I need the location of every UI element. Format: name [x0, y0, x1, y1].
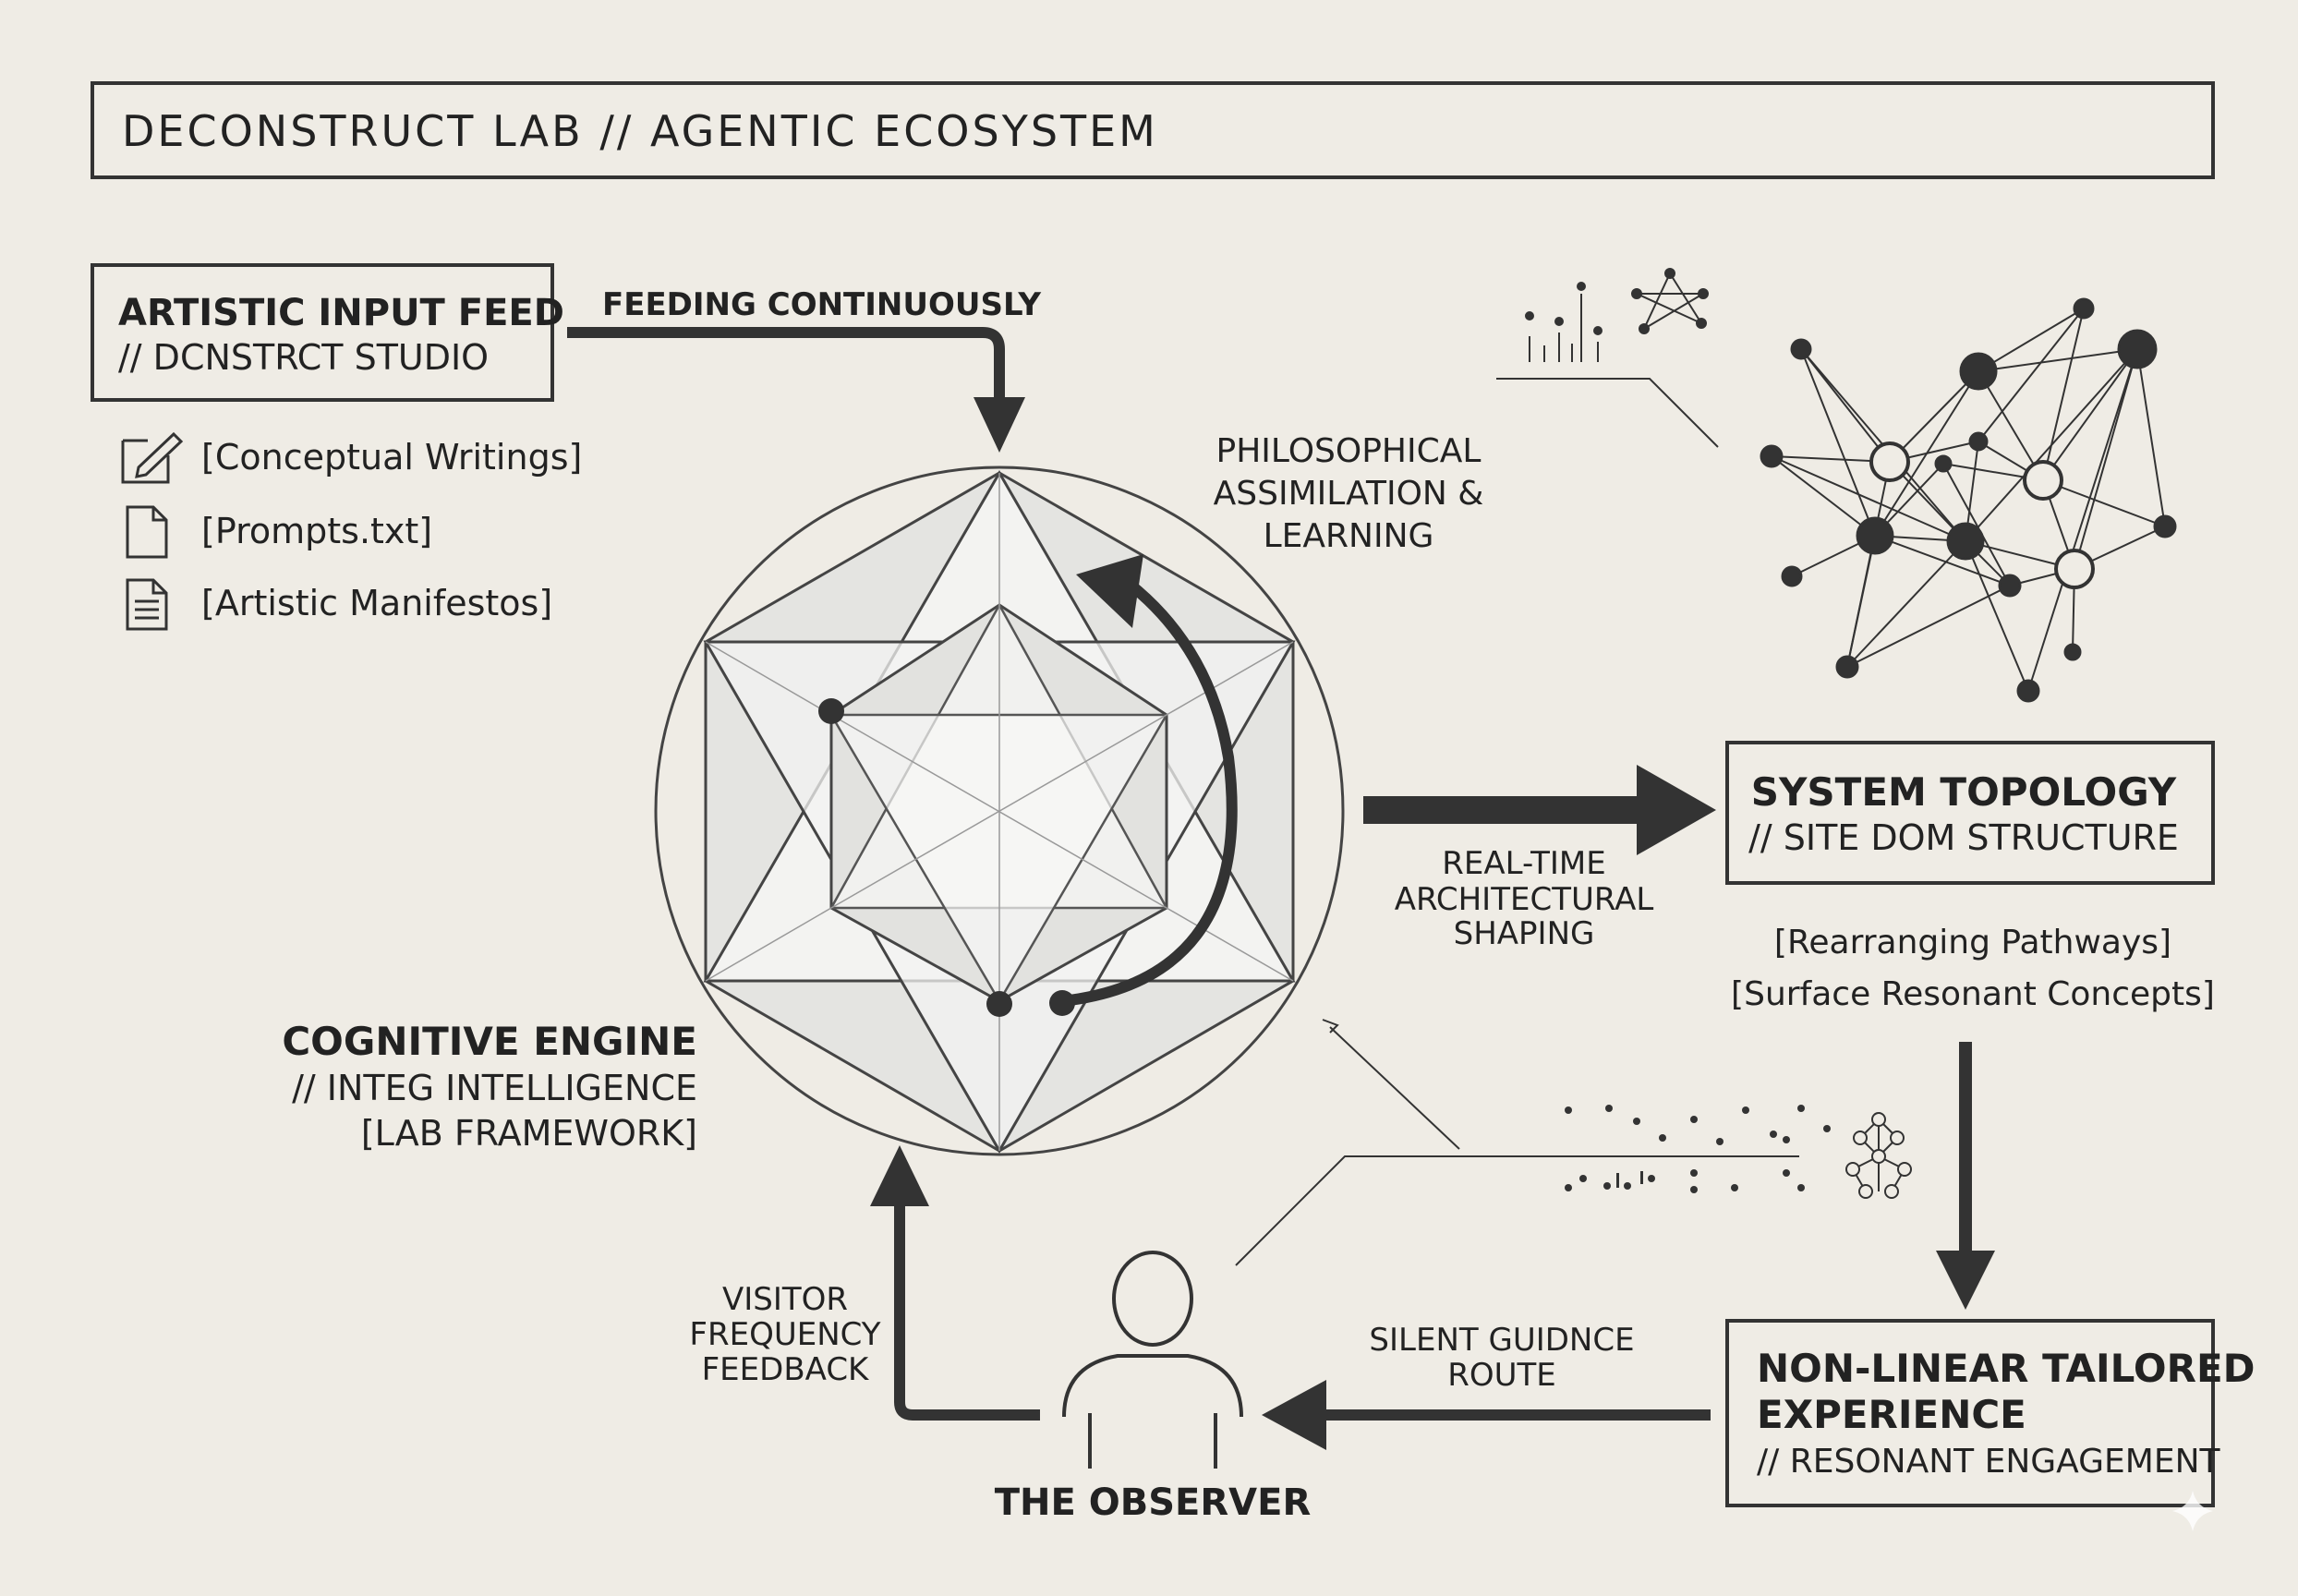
topology-note: [Surface Resonant Concepts] [1731, 975, 2215, 1013]
sparkle-icon [2172, 1491, 2213, 1531]
input-item-label: [Artistic Manifestos] [201, 583, 552, 623]
star-network-icon [1631, 268, 1709, 334]
input-item: [Prompts.txt] [126, 505, 432, 559]
label-line: LEARNING [1264, 517, 1434, 555]
label-line: ARCHITECTURAL [1395, 881, 1654, 918]
engine-title: COGNITIVE ENGINE [282, 1019, 697, 1064]
topology-title: SYSTEM TOPOLOGY [1751, 769, 2177, 815]
input-item-label: [Prompts.txt] [201, 511, 432, 551]
cognitive-engine-geometry [654, 466, 1345, 1156]
label-line: ASSIMILATION & [1214, 475, 1484, 513]
guidance-label: SILENT GUIDNCE ROUTE [1369, 1322, 1634, 1394]
label-line: SILENT GUIDNCE [1369, 1322, 1634, 1359]
experience-subtitle: // RESONANT ENGAGEMENT [1757, 1443, 2221, 1481]
visitor-label: VISITOR FREQUENCY FEEDBACK [689, 1281, 880, 1388]
label-line: ROUTE [1447, 1357, 1556, 1394]
experience-box: NON-LINEAR TAILORED EXPERIENCE // RESONA… [1725, 1319, 2256, 1507]
file-icon [126, 505, 168, 559]
topology-notes: [Rearranging Pathways] [Surface Resonant… [1731, 924, 2215, 1013]
cognitive-engine-label: COGNITIVE ENGINE // INTEG INTELLIGENCE [… [282, 1019, 697, 1154]
visitor-feedback-arrow [870, 1145, 1040, 1421]
document-lines-icon [126, 578, 168, 631]
input-feed-subtitle: // DCNSTRCT STUDIO [118, 337, 489, 378]
label-line: FEEDBACK [702, 1351, 870, 1388]
observer-connector-lines [1235, 1019, 1799, 1266]
observer-icon [1062, 1251, 1243, 1469]
observer-label: THE OBSERVER [995, 1481, 1312, 1524]
system-topology-box: SYSTEM TOPOLOGY // SITE DOM STRUCTURE [1725, 741, 2215, 885]
signal-dots [1565, 1105, 1831, 1193]
network-nodes [1760, 297, 2177, 703]
input-item: [Artistic Manifestos] [126, 578, 552, 631]
feeding-arrow [567, 327, 1025, 453]
experience-title: NON-LINEAR TAILORED [1757, 1346, 2256, 1391]
label-line: FREQUENCY [689, 1316, 880, 1353]
engine-subtitle: // INTEG INTELLIGENCE [292, 1068, 697, 1108]
down-arrow [1936, 1042, 1995, 1310]
shaping-arrow [1363, 765, 1716, 855]
pencil-note-icon [121, 431, 184, 484]
feeding-label: FEEDING CONTINUOUSLY [602, 286, 1041, 323]
mini-chart-icon [1496, 282, 1719, 448]
label-line: VISITOR [722, 1281, 848, 1318]
topology-note: [Rearranging Pathways] [1774, 924, 2171, 961]
label-line: REAL-TIME [1442, 845, 1605, 882]
input-item-label: [Conceptual Writings] [201, 437, 582, 478]
network-graph [1771, 308, 2166, 692]
shaping-label: REAL-TIME ARCHITECTURAL SHAPING [1395, 845, 1654, 952]
header-box [91, 81, 2215, 179]
label-line: SHAPING [1454, 915, 1595, 952]
guidance-arrow [1262, 1380, 1711, 1450]
input-feed-title: ARTISTIC INPUT FEED [118, 292, 564, 334]
topology-subtitle: // SITE DOM STRUCTURE [1748, 817, 2179, 858]
engine-tag: [LAB FRAMEWORK] [361, 1113, 697, 1154]
philosophical-label: PHILOSOPHICAL ASSIMILATION & LEARNING [1214, 432, 1484, 555]
tree-network-icon [1845, 1112, 1912, 1199]
experience-title: EXPERIENCE [1757, 1392, 2026, 1437]
input-feed-box: ARTISTIC INPUT FEED // DCNSTRCT STUDIO [91, 263, 564, 402]
input-item: [Conceptual Writings] [121, 431, 582, 484]
header-title: DECONSTRUCT LAB // AGENTIC ECOSYSTEM [122, 106, 1158, 156]
label-line: PHILOSOPHICAL [1216, 432, 1482, 470]
